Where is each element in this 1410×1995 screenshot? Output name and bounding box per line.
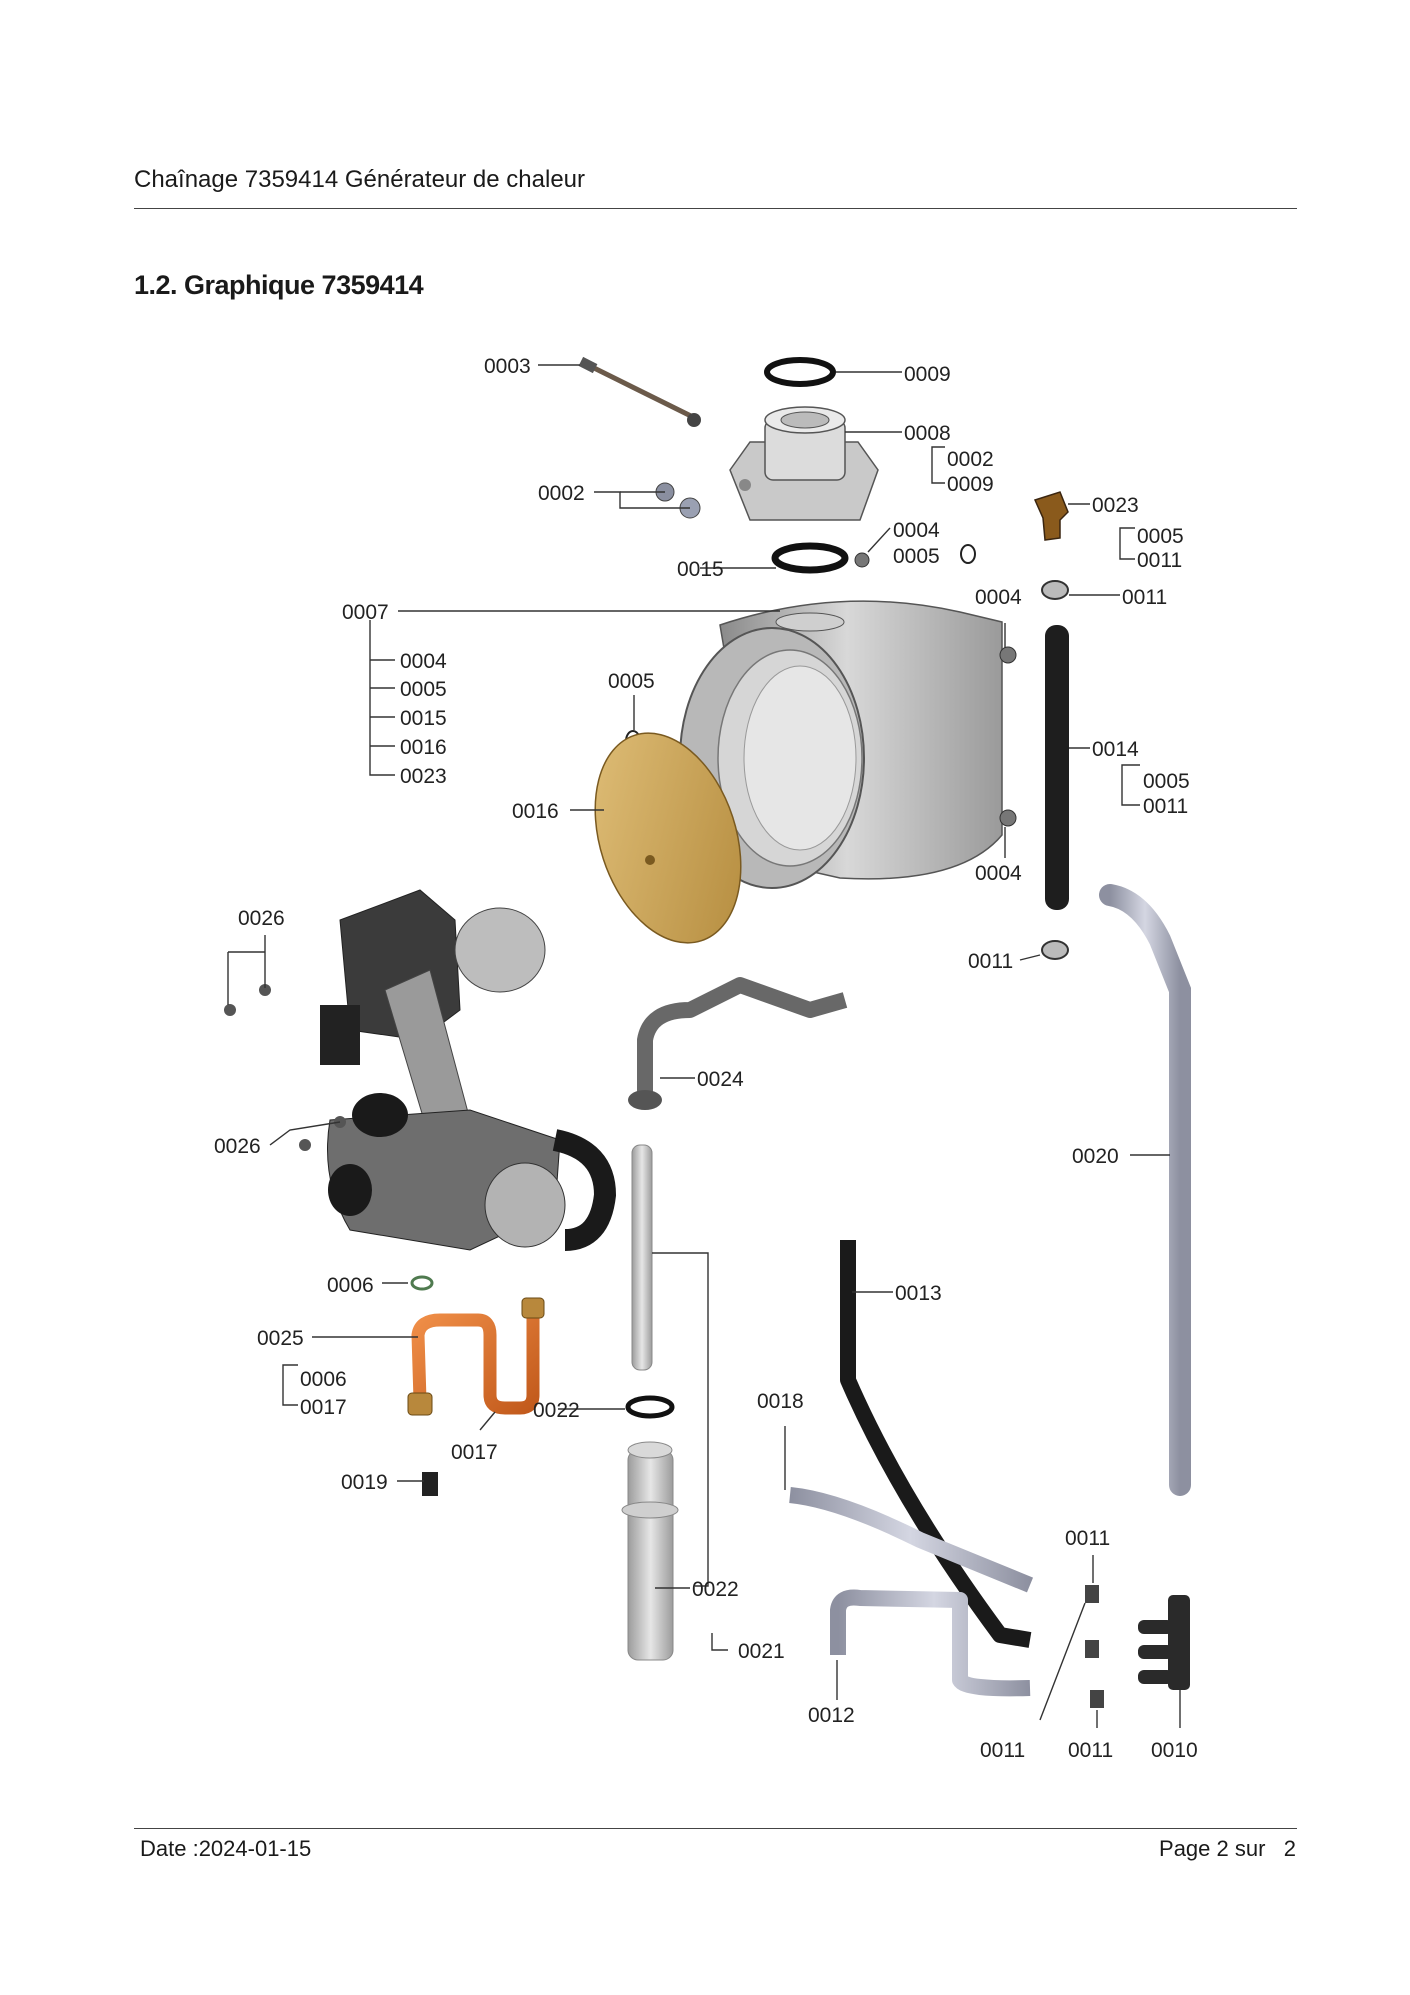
part-0011-mid-illustration [1041, 940, 1069, 960]
label-0015: 0015 [677, 558, 724, 581]
part-0020-illustration [1099, 884, 1191, 1496]
label-0003: 0003 [484, 355, 531, 378]
label-0011-mid: 0011 [968, 950, 1013, 973]
part-0009-illustration [764, 357, 836, 387]
label-0011-top: 0011 [1122, 586, 1167, 609]
label-0017: 0017 [451, 1441, 498, 1464]
label-0021: 0021 [738, 1640, 785, 1663]
part-0010-illustration [1138, 1595, 1190, 1690]
label-0005-mid: 0005 [608, 670, 655, 693]
label-0014: 0014 [1092, 738, 1139, 761]
label-0014-sub-0005: 0005 [1143, 770, 1190, 793]
label-0026-mid: 0026 [214, 1135, 261, 1158]
part-0019-illustration [422, 1472, 438, 1496]
part-0024-nut [628, 1090, 662, 1110]
part-0025-illustration [411, 1305, 540, 1415]
part-0013-illustration [840, 1240, 1032, 1648]
callout-labels: 0003 0009 0008 0002 0009 0002 0023 0005 … [214, 355, 1198, 1762]
label-0014-sub-0011: 0011 [1143, 795, 1188, 818]
part-0011-bottom-illustration [1085, 1585, 1104, 1708]
label-0022-ring: 0022 [533, 1399, 580, 1422]
part-0022-rod-illustration [631, 1144, 653, 1371]
footer-date: Date :2024-01-15 [140, 1836, 312, 1861]
label-0009: 0009 [904, 363, 951, 386]
part-0021-illustration [621, 1441, 679, 1661]
label-0004-low: 0004 [975, 862, 1022, 885]
label-0020: 0020 [1072, 1145, 1119, 1168]
label-0006: 0006 [327, 1274, 374, 1297]
label-0012: 0012 [808, 1704, 855, 1727]
label-0004-right: 0004 [975, 586, 1022, 609]
part-0012-illustration [830, 1589, 1031, 1697]
label-0013: 0013 [895, 1282, 942, 1305]
label-0023-sub-0005: 0005 [1137, 525, 1184, 548]
label-0004-top: 0004 [893, 519, 940, 542]
label-0011-right: 0011 [1065, 1527, 1110, 1550]
label-0024: 0024 [697, 1068, 744, 1091]
document-header-title: Chaînage 7359414 Générateur de chaleur [134, 166, 586, 193]
part-0017-fitting-top [521, 1297, 545, 1319]
label-0016: 0016 [512, 800, 559, 823]
label-0007-sub-0004: 0004 [400, 650, 447, 673]
footer-page-number: Page 2 sur 2 [1159, 1836, 1296, 1861]
label-0007-sub-0023: 0023 [400, 765, 447, 788]
label-0022: 0022 [692, 1578, 739, 1601]
leader-lines [227, 364, 1181, 1728]
label-0007-sub-0005: 0005 [400, 678, 447, 701]
label-0007: 0007 [342, 601, 389, 624]
label-0011-bottom-1: 0011 [980, 1739, 1025, 1762]
part-0018-illustration [789, 1487, 1034, 1593]
label-0011-bottom-2: 0011 [1068, 1739, 1113, 1762]
part-0004-top-illustration [854, 552, 870, 568]
part-0006-illustration [410, 1275, 434, 1291]
footer-divider [134, 1828, 1297, 1829]
section-heading: 1.2. Graphique 7359414 [134, 270, 424, 300]
label-0025-sub-0006: 0006 [300, 1368, 347, 1391]
label-0023: 0023 [1092, 494, 1139, 517]
label-0007-sub-0015: 0015 [400, 707, 447, 730]
part-0014-illustration [1045, 625, 1069, 910]
label-0005-top: 0005 [893, 545, 940, 568]
part-0023-illustration [1033, 491, 1069, 541]
part-0005-top-illustration [960, 544, 976, 564]
header-divider [134, 208, 1297, 209]
label-0010: 0010 [1151, 1739, 1198, 1762]
label-0019: 0019 [341, 1471, 388, 1494]
label-0008-sub-0009: 0009 [947, 473, 994, 496]
part-0026-top-illustration [224, 984, 271, 1016]
part-0003-illustration [578, 356, 701, 427]
part-0008-illustration [729, 406, 879, 521]
label-0008-sub-0002: 0002 [947, 448, 994, 471]
label-0025-sub-0017: 0017 [300, 1396, 347, 1419]
part-0015-illustration [771, 542, 849, 574]
part-0024-illustration [637, 977, 848, 1095]
label-0008: 0008 [904, 422, 951, 445]
label-0002: 0002 [538, 482, 585, 505]
label-0007-sub-0016: 0016 [400, 736, 447, 759]
part-0022-ring-illustration [625, 1395, 675, 1419]
label-0026-top: 0026 [238, 907, 285, 930]
label-0018: 0018 [757, 1390, 804, 1413]
part-0016-illustration [594, 732, 742, 944]
fan-assembly-illustration [320, 889, 617, 1251]
part-0017-fitting-illustration [407, 1392, 433, 1416]
label-0023-sub-0011: 0011 [1137, 549, 1182, 572]
part-0011-top-illustration [1041, 580, 1069, 600]
part-0002-illustration [655, 482, 701, 519]
label-0025: 0025 [257, 1327, 304, 1350]
